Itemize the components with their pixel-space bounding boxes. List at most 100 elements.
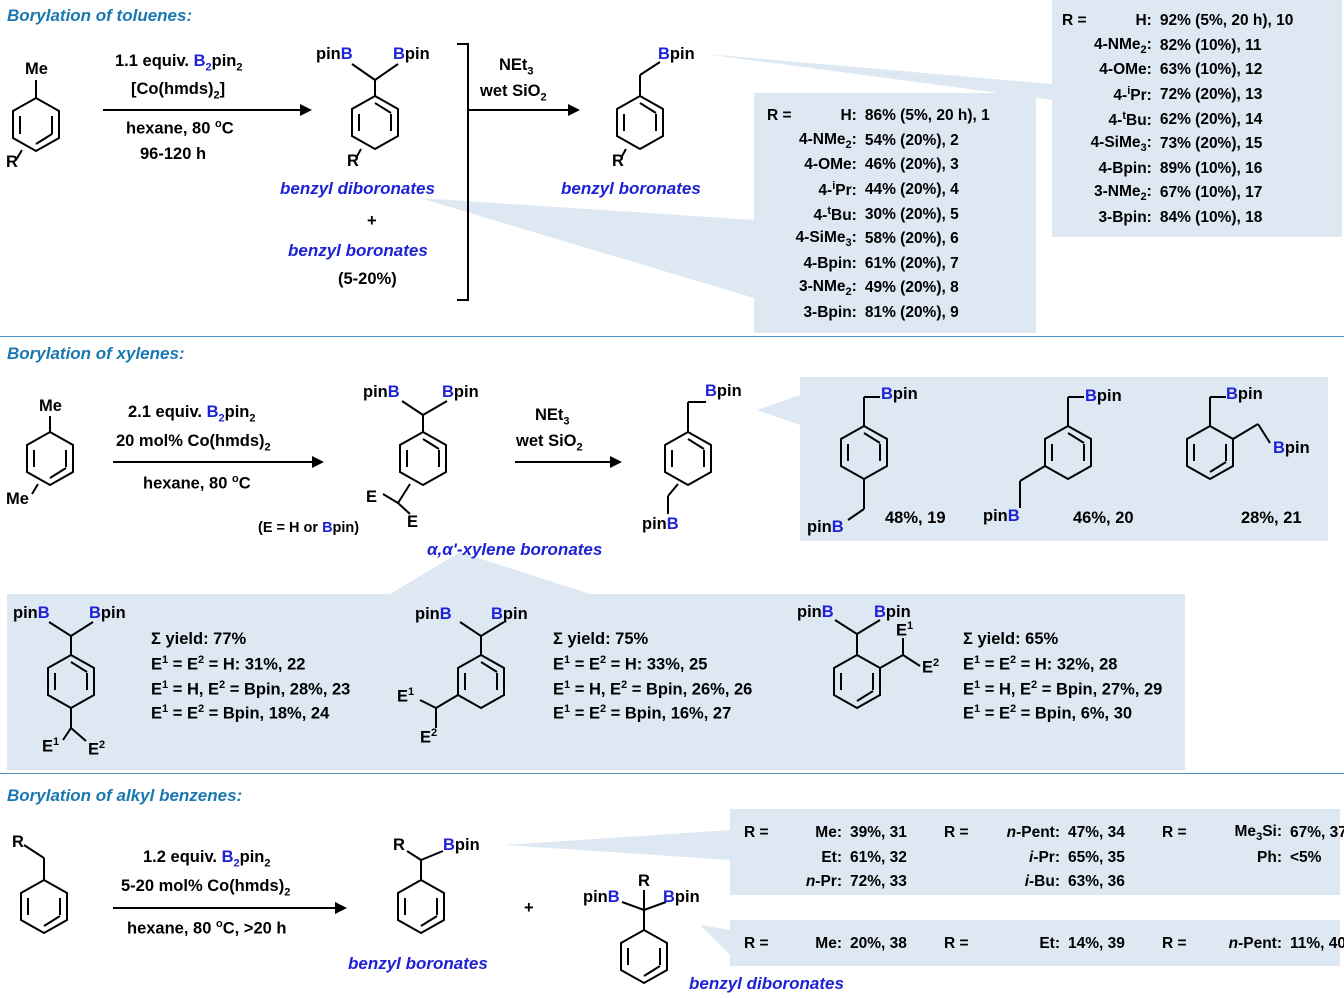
s2-prod-pinb: pinB <box>642 515 679 533</box>
s2-condition-2: 20 mol% Co(hmds)2 <box>116 432 271 454</box>
table-cell <box>1060 157 1089 182</box>
table-cell <box>1060 181 1089 206</box>
table-cell: 89% (10%), 16 <box>1159 159 1263 177</box>
p20-yield: 46%, 20 <box>1073 509 1134 527</box>
table-cell: 30% (20%), 5 <box>864 205 959 223</box>
p19-yield: 48%, 19 <box>885 509 946 527</box>
table-cell: 4-Bpin: <box>803 254 857 272</box>
s3-condition-2: 5-20 mol% Co(hmds)2 <box>121 877 291 899</box>
table-cell: 3-Bpin: <box>803 304 857 322</box>
p19-bpin: Bpin <box>881 385 918 403</box>
d1-pinb: pinB <box>13 604 50 622</box>
table-row: 4-Bpin:89% (10%), 16 <box>1060 157 1295 182</box>
s3-di-bpin: Bpin <box>663 888 700 906</box>
table-cell: 4-tBu: <box>813 204 857 224</box>
toluene-r: R <box>6 153 18 171</box>
d3-bpin: Bpin <box>874 603 911 621</box>
yield-line: E1 = E2 = Bpin, 18%, 24 <box>151 703 330 723</box>
alkyl-table-b-box <box>730 920 1340 966</box>
alkyl-benzene-ring <box>20 844 68 935</box>
table-row: 4-OMe:63% (10%), 12 <box>1060 58 1295 83</box>
d1-lines: E1 = E2 = H: 31%, 22 E1 = H, E2 = Bpin, 2… <box>151 654 350 728</box>
table-cell: 86% (5%, 20 h), 1 <box>864 107 990 125</box>
s1-condition-2: [Co(hmds)2] <box>131 80 226 102</box>
table-cell: 4-OMe: <box>804 156 857 174</box>
header-alkyl: Borylation of alkyl benzenes: <box>7 786 243 805</box>
table-cell: i-Bu: <box>1024 873 1060 891</box>
table-cell: 20%, 38 <box>850 935 907 953</box>
table-cell <box>765 252 794 277</box>
p20-bpin: Bpin <box>1085 387 1122 405</box>
separator-2 <box>0 773 1344 774</box>
table-cell: R = <box>944 824 969 842</box>
table-a-box <box>754 93 1036 333</box>
table-cell: 14%, 39 <box>1068 935 1125 953</box>
s3-condition-1: 1.2 equiv. B2pin2 <box>143 848 271 870</box>
d1-e2: E2 <box>88 739 106 759</box>
table-cell <box>765 153 794 178</box>
table-cell: R = <box>944 935 969 953</box>
callout-wedge-2 <box>420 198 754 298</box>
table-cell <box>765 227 794 252</box>
table-cell: n-Pr: <box>805 873 842 891</box>
table-cell: 67% (10%), 17 <box>1159 184 1263 202</box>
yield-line: E1 = H, E2 = Bpin, 26%, 26 <box>553 678 753 699</box>
table-cell: 49% (20%), 8 <box>864 279 959 297</box>
table-cell: Me: <box>815 824 842 842</box>
diboronate-ring-s1 <box>351 63 399 159</box>
alkyl-diboronate-ring <box>620 890 668 985</box>
yield-line: E1 = E2 = Bpin, 6%, 30 <box>963 703 1133 723</box>
toluene-ring <box>12 80 60 161</box>
s2-prod-bpin: Bpin <box>705 382 742 400</box>
table-cell <box>1060 83 1089 108</box>
xylene-me-bottom: Me <box>6 490 29 508</box>
d2-sum: Σ yield: 75% <box>553 630 649 648</box>
s1-di-bpin: Bpin <box>393 45 430 63</box>
s1-condition-3: hexane, 80 oC <box>126 118 234 138</box>
table-cell: 61%, 32 <box>850 848 907 866</box>
table-cell: 47%, 34 <box>1068 824 1125 842</box>
xylene-me-top: Me <box>39 397 62 415</box>
table-cell <box>765 129 794 154</box>
table-cell <box>1204 870 1288 895</box>
p19-pinb: pinB <box>807 518 844 536</box>
yield-line: E1 = E2 = H: 32%, 28 <box>963 654 1118 674</box>
diboronate-ortho <box>833 619 921 710</box>
table-cell: Me3Si: <box>1234 823 1282 844</box>
table-row: 3-NMe2:67% (10%), 17 <box>1060 181 1295 206</box>
d3-pinb: pinB <box>797 603 834 621</box>
table-cell: 3-Bpin: <box>1098 209 1152 227</box>
table-cell: 44% (20%), 4 <box>864 181 959 199</box>
diboronate-ring-s2 <box>382 400 448 515</box>
s2-di-bpin: Bpin <box>442 383 479 401</box>
label-benzyl-boronates-2: benzyl boronates <box>561 179 701 198</box>
table-row: 4-SiMe3:73% (20%), 15 <box>1060 132 1295 157</box>
table-cell: 84% (10%), 18 <box>1159 209 1263 227</box>
table-row: 3-Bpin:81% (20%), 9 <box>765 301 992 326</box>
table-cell: 4-iPr: <box>1113 85 1152 105</box>
table-cell: R = <box>744 824 769 842</box>
table-cell: 63% (10%), 12 <box>1159 61 1263 79</box>
plus-2: + <box>524 899 534 917</box>
table-row: 4-tBu: 30% (20%), 5 <box>765 202 992 227</box>
table-row: 4-NMe2:54% (20%), 2 <box>765 129 992 154</box>
s3-prod-r: R <box>393 836 405 854</box>
table-cell: 4-iPr: <box>818 180 857 200</box>
table-row: R = H:86% (5%, 20 h), 1 <box>765 104 992 129</box>
table-row: 4-OMe:46% (20%), 3 <box>765 153 992 178</box>
table-cell: 4-tBu: <box>1108 109 1152 129</box>
label-benzyl-boronates-1: benzyl boronates <box>288 241 428 260</box>
table-cell: R = <box>744 935 769 953</box>
callout-wedge-4 <box>390 552 590 594</box>
header-xylenes: Borylation of xylenes: <box>7 344 185 363</box>
label-alkyl-benzyl-boronates: benzyl boronates <box>348 954 488 973</box>
d3-e2: E2 <box>922 657 940 677</box>
toluene-me: Me <box>25 60 48 78</box>
yield-line: E1 = H, E2 = Bpin, 28%, 23 <box>151 678 351 699</box>
yield-line: E1 = E2 = Bpin, 16%, 27 <box>553 703 732 723</box>
yield-line: E1 = E2 = H: 31%, 22 <box>151 654 306 674</box>
